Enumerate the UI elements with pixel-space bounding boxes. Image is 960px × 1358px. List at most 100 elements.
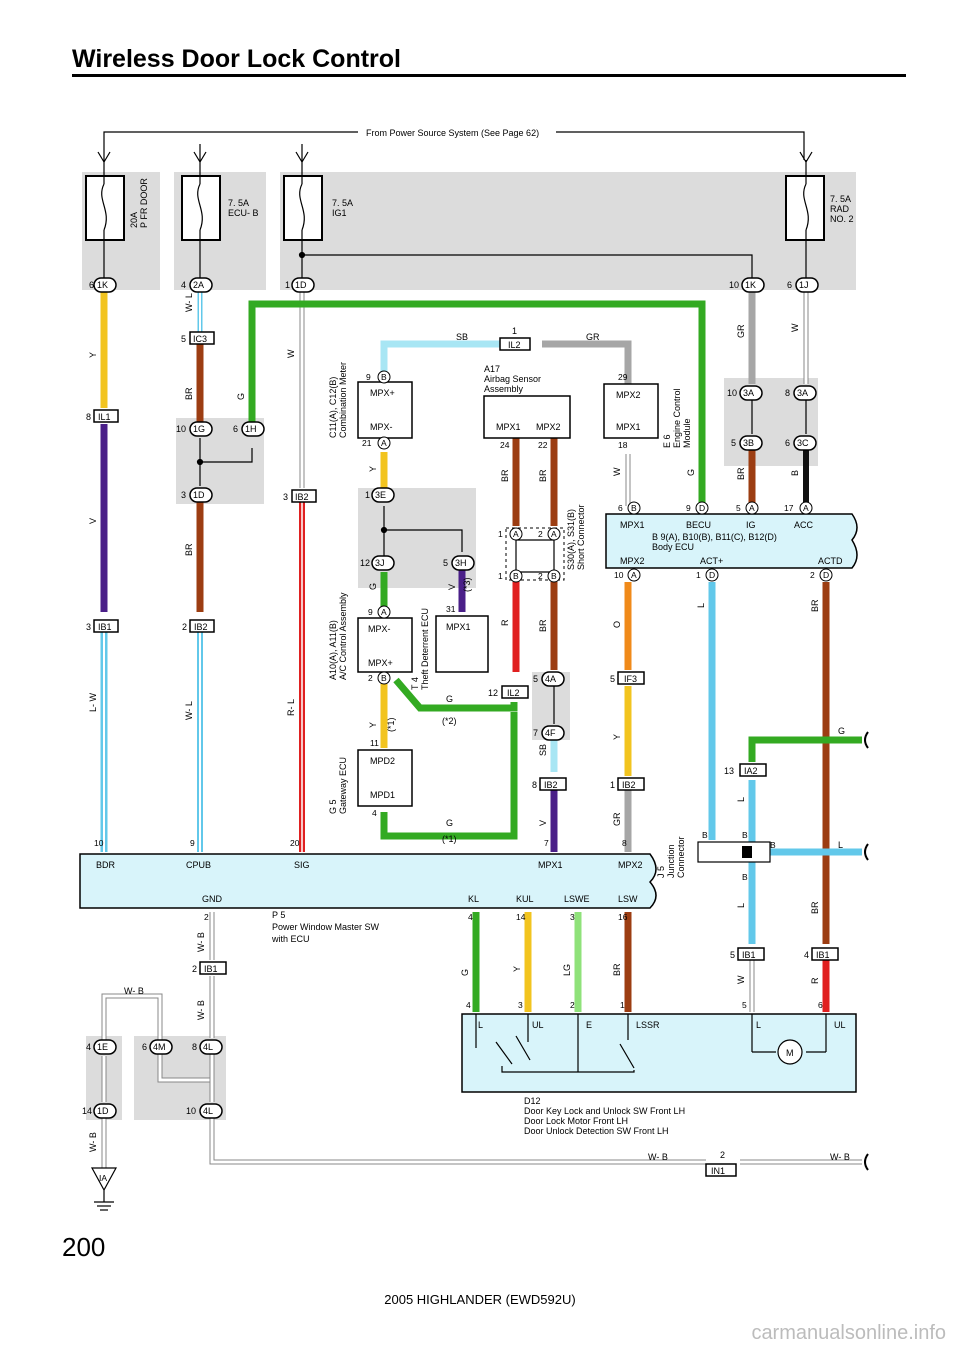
svg-text:18: 18	[618, 440, 628, 450]
svg-text:G 5: G 5	[328, 799, 338, 814]
svg-text:(*3): (*3)	[462, 577, 472, 592]
svg-text:1D: 1D	[295, 280, 307, 290]
svg-text:(*1): (*1)	[442, 834, 457, 844]
svg-text:GR: GR	[586, 332, 600, 342]
svg-text:L: L	[736, 797, 746, 802]
svg-text:2: 2	[204, 912, 209, 922]
svg-text:7. 5A: 7. 5A	[228, 198, 249, 208]
svg-text:R- L: R- L	[286, 699, 296, 716]
svg-text:Y: Y	[612, 734, 622, 740]
svg-text:6: 6	[618, 503, 623, 513]
svg-text:Power Window Master SW: Power Window Master SW	[272, 922, 380, 932]
svg-text:17: 17	[784, 503, 794, 513]
svg-text:6: 6	[89, 280, 94, 290]
svg-text:7. 5A: 7. 5A	[830, 194, 851, 204]
svg-text:1: 1	[620, 1000, 625, 1010]
svg-text:L: L	[478, 1020, 483, 1030]
svg-text:BR: BR	[810, 901, 820, 914]
power-source-label: From Power Source System (See Page 62)	[366, 128, 539, 138]
svg-text:8: 8	[785, 388, 790, 398]
svg-text:ECU- B: ECU- B	[228, 208, 259, 218]
svg-text:8: 8	[532, 780, 537, 790]
svg-text:MPD2: MPD2	[370, 756, 395, 766]
continuation-marks	[864, 731, 869, 1171]
page-title: Wireless Door Lock Control	[72, 45, 401, 73]
svg-text:A: A	[551, 529, 557, 539]
svg-text:6: 6	[787, 280, 792, 290]
svg-text:Assembly: Assembly	[484, 384, 524, 394]
svg-text:W- B: W- B	[648, 1152, 668, 1162]
svg-text:A: A	[803, 503, 809, 513]
svg-text:V: V	[538, 820, 548, 826]
svg-text:B: B	[770, 840, 776, 850]
svg-text:R: R	[500, 619, 510, 626]
svg-text:(*1): (*1)	[386, 717, 396, 732]
svg-text:24: 24	[500, 440, 510, 450]
svg-text:C11(A), C12(B): C11(A), C12(B)	[328, 377, 338, 438]
svg-text:6: 6	[233, 424, 238, 434]
svg-text:MPX2: MPX2	[618, 860, 643, 870]
svg-text:RAD: RAD	[830, 204, 850, 214]
svg-text:W- B: W- B	[196, 1000, 206, 1020]
svg-text:2: 2	[538, 529, 543, 539]
svg-text:MPX2: MPX2	[616, 390, 641, 400]
power-source-line	[103, 131, 805, 160]
svg-text:A: A	[513, 529, 519, 539]
svg-text:W: W	[286, 349, 296, 358]
svg-text:13: 13	[724, 766, 734, 776]
svg-text:E 6: E 6	[662, 434, 672, 448]
svg-text:BR: BR	[538, 469, 548, 482]
svg-text:9: 9	[368, 607, 373, 617]
svg-text:20: 20	[290, 838, 300, 848]
svg-text:5: 5	[533, 674, 538, 684]
svg-text:W- B: W- B	[830, 1152, 850, 1162]
svg-text:L: L	[696, 603, 706, 608]
ac-control-assembly: MPX- MPX+ A9 B2 A10(A), A11(B) A/C Contr…	[328, 592, 413, 685]
svg-text:2A: 2A	[193, 280, 204, 290]
svg-text:5: 5	[742, 1000, 747, 1010]
watermark: carmanualsonline.info	[751, 1322, 946, 1344]
wire-color-labels: Y V L- W W- L BR BR W- L G W R- L SB GR …	[88, 293, 850, 1162]
splice-1g-1h	[196, 251, 807, 724]
svg-text:W- L: W- L	[184, 293, 194, 312]
svg-text:IL1: IL1	[98, 412, 111, 422]
svg-text:Connector: Connector	[676, 836, 686, 878]
svg-text:Airbag Sensor: Airbag Sensor	[484, 374, 541, 384]
svg-text:M: M	[786, 1048, 794, 1058]
svg-text:BR: BR	[538, 619, 548, 632]
svg-text:V: V	[447, 584, 457, 590]
svg-text:A: A	[381, 438, 387, 448]
svg-text:B: B	[513, 571, 519, 581]
svg-text:P FR DOOR: P FR DOOR	[139, 178, 149, 228]
svg-text:1: 1	[512, 326, 517, 336]
fuse-labels: 20A P FR DOOR 7. 5A ECU- B 7. 5A IG1 7. …	[129, 178, 854, 228]
svg-text:2: 2	[368, 673, 373, 683]
svg-text:KUL: KUL	[516, 894, 534, 904]
svg-text:Door Unlock Detection SW Fron: Door Unlock Detection SW Front LH	[524, 1126, 669, 1136]
svg-text:ACC: ACC	[794, 520, 814, 530]
svg-text:1E: 1E	[97, 1042, 108, 1052]
svg-text:A17: A17	[484, 364, 500, 374]
svg-text:14: 14	[516, 912, 526, 922]
svg-text:Engine Control: Engine Control	[672, 388, 682, 448]
svg-text:IA2: IA2	[744, 766, 758, 776]
svg-text:IG: IG	[746, 520, 756, 530]
svg-text:MPX+: MPX+	[370, 388, 395, 398]
svg-text:1: 1	[696, 570, 701, 580]
svg-text:G: G	[686, 469, 696, 476]
svg-text:G: G	[460, 969, 470, 976]
svg-text:7: 7	[544, 838, 549, 848]
svg-text:29: 29	[618, 372, 628, 382]
svg-text:4: 4	[804, 950, 809, 960]
svg-text:A: A	[381, 607, 387, 617]
svg-text:with ECU: with ECU	[271, 934, 310, 944]
svg-text:D: D	[823, 570, 829, 580]
svg-text:LG: LG	[562, 964, 572, 976]
svg-text:D: D	[709, 570, 715, 580]
svg-text:4: 4	[466, 1000, 471, 1010]
svg-text:R: R	[810, 977, 820, 984]
svg-text:3E: 3E	[375, 490, 386, 500]
svg-text:Door Lock Motor Front LH: Door Lock Motor Front LH	[524, 1116, 628, 1126]
svg-text:IB1: IB1	[98, 622, 112, 632]
